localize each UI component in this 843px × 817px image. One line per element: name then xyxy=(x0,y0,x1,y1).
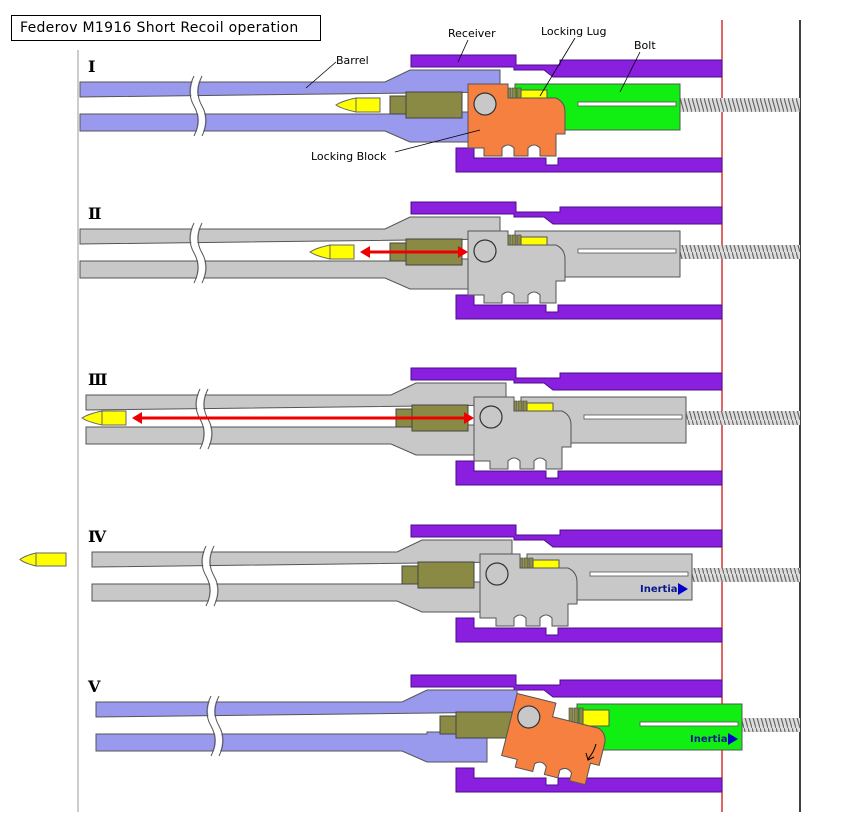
receiver-bottom xyxy=(455,767,723,793)
unlock-motion-arrowhead xyxy=(585,752,595,761)
locking-block xyxy=(473,396,572,470)
barrel-upper xyxy=(79,69,501,98)
cartridge-neck xyxy=(439,715,457,735)
bullet xyxy=(355,97,381,113)
barrel-label: Barrel xyxy=(336,54,369,67)
barrel-break-edge xyxy=(197,75,207,137)
locking-block xyxy=(467,83,566,157)
gas-arrowhead-right xyxy=(464,412,474,424)
diagram-title: Federov M1916 Short Recoil operation xyxy=(11,15,321,41)
receiver-top xyxy=(410,674,723,698)
bolt-slot xyxy=(589,571,689,577)
cartridge-neck xyxy=(401,565,419,585)
cartridge-neck xyxy=(389,95,407,115)
recoil-spring xyxy=(686,411,800,425)
stage-1: Ⅰ xyxy=(79,54,800,173)
bolt-leader xyxy=(619,51,641,93)
stage-5: Ⅴ Inertia xyxy=(87,674,800,793)
recoil-spring xyxy=(680,98,800,112)
recoil-spring xyxy=(680,245,800,259)
locking-lug xyxy=(582,709,610,727)
stage-2: Ⅱ xyxy=(79,201,800,320)
barrel-break-edge xyxy=(189,75,199,137)
barrel-break-mark xyxy=(203,544,217,608)
stage-numeral: Ⅲ xyxy=(88,370,107,389)
recoil-spring xyxy=(742,718,800,732)
locking-lug-leader xyxy=(539,37,576,97)
barrel-break-mark xyxy=(191,221,205,285)
cartridge-case xyxy=(417,561,475,589)
barrel-break-mark xyxy=(191,74,205,138)
gas-arrowhead-left xyxy=(132,412,142,424)
ejected-bullet xyxy=(19,552,67,567)
bolt-label: Bolt xyxy=(634,39,656,52)
barrel-upper xyxy=(85,382,507,411)
receiver-bottom xyxy=(455,460,723,486)
stage-3: Ⅲ xyxy=(81,367,800,486)
locking-block xyxy=(501,692,606,786)
bolt-slot xyxy=(577,101,677,107)
gas-arrowhead-left xyxy=(360,246,370,258)
cartridge-case xyxy=(455,711,513,739)
locking-block-pivot xyxy=(479,405,503,429)
barrel-break-edge xyxy=(214,695,224,757)
locking-block-label: Locking Block xyxy=(311,150,387,163)
locking-lug-label: Locking Lug xyxy=(541,25,606,38)
barrel-break-mark xyxy=(208,694,222,758)
barrel-break-edge xyxy=(201,545,211,607)
locking-block xyxy=(467,230,566,304)
bullet-tip xyxy=(81,410,103,426)
gas-arrowhead-right xyxy=(458,246,468,258)
locking-block-pivot xyxy=(473,92,497,116)
stage-numeral: Ⅳ xyxy=(88,527,107,546)
unlock-motion-arrow xyxy=(587,743,597,760)
cartridge-case xyxy=(405,91,463,119)
bullet xyxy=(101,410,127,426)
inertia-label: Inertia xyxy=(690,734,728,745)
locking-block-pivot xyxy=(473,239,497,263)
barrel-upper xyxy=(95,689,518,718)
receiver-top xyxy=(410,54,723,78)
barrel-break-edge xyxy=(209,545,219,607)
locking-block-pivot xyxy=(517,705,541,729)
inertia-arrow xyxy=(678,583,688,595)
inertia-arrow xyxy=(728,733,738,745)
receiver-leader xyxy=(457,39,469,63)
bolt-slot xyxy=(583,414,683,420)
bullet xyxy=(329,244,355,260)
bolt-slot xyxy=(577,248,677,254)
receiver-label: Receiver xyxy=(448,27,496,40)
barrel-break-edge xyxy=(206,695,216,757)
locking-block-leader xyxy=(394,129,481,153)
stage-4: Ⅳ Inertia xyxy=(88,524,800,643)
recoil-spring xyxy=(692,568,800,582)
barrel-lower xyxy=(95,731,488,763)
barrel-leader xyxy=(305,61,337,89)
locking-block xyxy=(479,553,578,627)
inertia-label: Inertia xyxy=(640,584,678,595)
stage-numeral: Ⅰ xyxy=(88,57,95,76)
bullet-tip xyxy=(335,97,357,113)
barrel-upper xyxy=(91,539,513,568)
stage-numeral: Ⅱ xyxy=(88,204,101,223)
locking-block-pivot xyxy=(485,562,509,586)
bolt-slot xyxy=(639,721,739,727)
barrel-break-edge xyxy=(189,222,199,284)
receiver-bottom xyxy=(455,147,723,173)
barrel-break-edge xyxy=(197,222,207,284)
bullet-tip xyxy=(309,244,331,260)
receiver-bottom xyxy=(455,617,723,643)
receiver-top xyxy=(410,201,723,225)
receiver-bottom xyxy=(455,294,723,320)
stage-numeral: Ⅴ xyxy=(87,677,101,696)
receiver-top xyxy=(410,524,723,548)
barrel-upper xyxy=(79,216,501,245)
receiver-top xyxy=(410,367,723,391)
